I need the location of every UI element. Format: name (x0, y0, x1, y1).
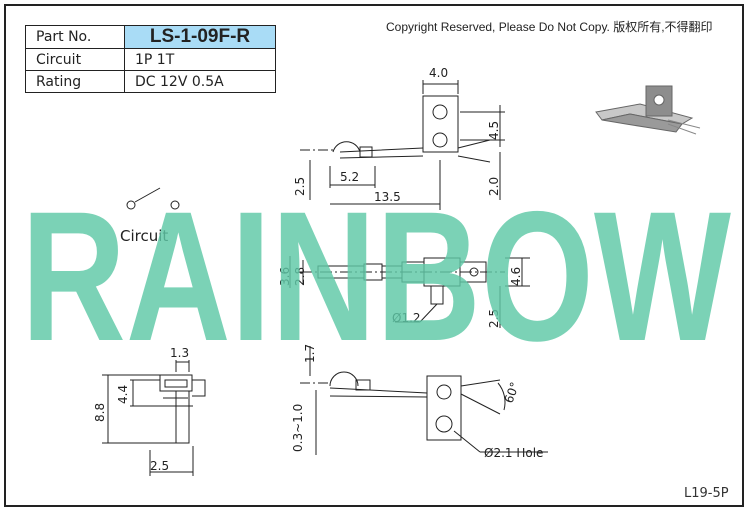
circuit-symbol (126, 187, 180, 210)
bottom-view (300, 346, 548, 455)
dim-2-5-bottom: 2.5 (150, 459, 169, 473)
drawing-code: L19-5P (684, 486, 729, 501)
dim-2-5-top: 2.5 (293, 177, 307, 196)
dim-60-deg: 60° (502, 380, 522, 405)
dim-phi-1-2: Ø1.2 (392, 311, 421, 325)
dim-hole: Ø2.1 Hole (484, 446, 543, 460)
spec-row-rating: Rating DC 12V 0.5A (25, 70, 276, 93)
spec-row-part: Part No. LS-1-09F-R (25, 25, 276, 49)
dim-4-5: 4.5 (487, 121, 501, 140)
dim-4-4: 4.4 (116, 385, 130, 404)
dim-13-5: 13.5 (374, 190, 401, 204)
drawing-frame (4, 4, 744, 507)
front-view (102, 360, 206, 476)
circuit-symbol-label: Circuit (120, 227, 168, 245)
copyright-notice: Copyright Reserved, Please Do Not Copy. … (386, 20, 713, 34)
dim-3-6: 3.6 (278, 267, 292, 286)
dim-8-8: 8.8 (93, 403, 107, 422)
rainbow-watermark: RAINBOW (21, 174, 731, 380)
side-view (289, 256, 530, 328)
dim-4-6: 4.6 (509, 267, 523, 286)
dim-4-0: 4.0 (429, 66, 448, 80)
dim-5-2: 5.2 (340, 170, 359, 184)
dim-1-3: 1.3 (170, 346, 189, 360)
dim-2-0: 2.0 (487, 177, 501, 196)
rating-value: DC 12V 0.5A (124, 70, 276, 93)
spec-table: Part No. LS-1-09F-R Circuit 1P 1T Rating… (25, 25, 276, 93)
part-no-value: LS-1-09F-R (124, 25, 276, 49)
product-3d-thumbnail (595, 85, 701, 135)
top-view (300, 80, 505, 210)
dim-0-3-1-0: 0.3~1.0 (291, 404, 305, 452)
rating-label: Rating (25, 70, 125, 93)
spec-row-circuit: Circuit 1P 1T (25, 48, 276, 71)
dim-2-5-right: 2.5 (487, 309, 501, 328)
dim-2-8: 2.8 (293, 267, 307, 286)
dim-1-7: 1.7 (303, 344, 317, 363)
